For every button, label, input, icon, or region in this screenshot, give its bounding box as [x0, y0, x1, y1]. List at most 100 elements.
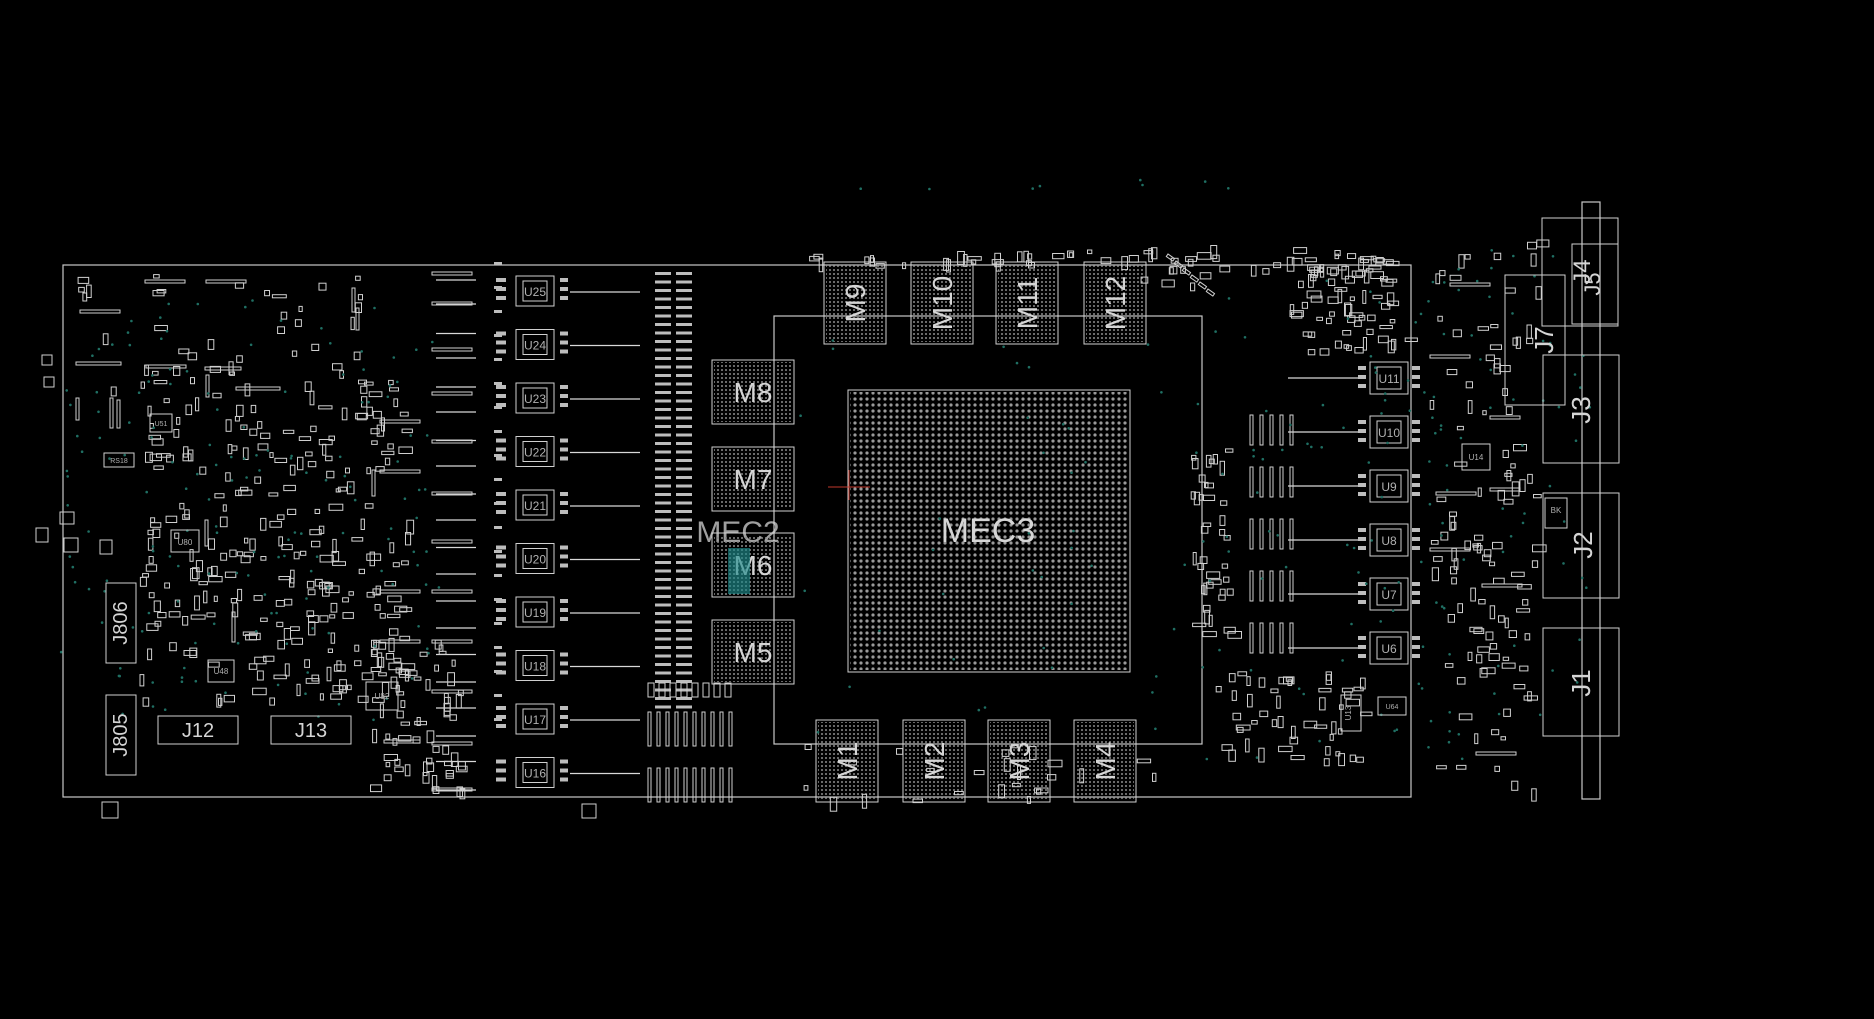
memory-chip-label: M5 — [734, 637, 773, 668]
svg-text:J5: J5 — [1580, 272, 1605, 295]
part-u64[interactable]: U64 — [1377, 696, 1407, 716]
small-parts — [35, 239, 1550, 819]
svg-text:U21: U21 — [524, 499, 546, 513]
part-u80[interactable]: U80 — [170, 529, 200, 553]
svg-text:U48: U48 — [214, 667, 229, 676]
part-u14[interactable]: U14 — [1461, 443, 1491, 471]
memory-chip-label: M4 — [1090, 742, 1121, 781]
memory-chip-label: M1 — [832, 742, 863, 781]
memory-chip-m12[interactable]: M12 — [1083, 261, 1147, 345]
memory-chip-label: M2 — [919, 742, 950, 781]
svg-text:J4: J4 — [1569, 259, 1596, 284]
connector-j4[interactable]: J4 — [1541, 217, 1619, 327]
svg-text:U18: U18 — [524, 660, 546, 674]
svg-text:U11: U11 — [1378, 372, 1399, 386]
vrm-phase-u7[interactable]: U7 — [1288, 577, 1420, 611]
svg-text:J1: J1 — [1566, 669, 1596, 696]
vrm-phase-u16[interactable]: U16 — [436, 757, 640, 788]
svg-text:U10: U10 — [1378, 426, 1400, 440]
svg-text:U19: U19 — [524, 606, 546, 620]
svg-text:J805: J805 — [110, 713, 132, 756]
svg-text:J7: J7 — [1529, 326, 1559, 353]
memory-chip-label: M12 — [1100, 276, 1131, 330]
memory-chip-label: M7 — [734, 464, 773, 495]
connector-j5[interactable]: J5 — [1571, 243, 1619, 325]
vrm-phase-u8[interactable]: U8 — [1288, 523, 1420, 557]
svg-text:U7: U7 — [1381, 588, 1397, 602]
memory-chip-m7[interactable]: M7 — [711, 446, 795, 512]
svg-text:U22: U22 — [524, 446, 546, 460]
connector-j3[interactable]: J3 — [1542, 354, 1620, 464]
svg-text:J2: J2 — [1568, 531, 1598, 558]
vrm-phase-u18[interactable]: U18 — [436, 650, 640, 681]
cursor-crosshair — [828, 470, 870, 500]
gpu-bga — [847, 389, 1131, 673]
svg-text:J3: J3 — [1566, 396, 1596, 423]
svg-text:U16: U16 — [524, 767, 546, 781]
memory-chip-m11[interactable]: M11 — [995, 261, 1059, 345]
connector-j12[interactable]: J12 — [157, 715, 239, 745]
connector-j13[interactable]: J13 — [270, 715, 352, 745]
svg-text:U64: U64 — [1386, 704, 1399, 711]
svg-text:J13: J13 — [295, 720, 327, 742]
svg-text:J12: J12 — [182, 720, 214, 742]
part-u82[interactable]: U82 — [365, 681, 399, 711]
svg-text:U9: U9 — [1381, 480, 1397, 494]
memory-chip-m2[interactable]: M2 — [902, 719, 966, 803]
part-u13[interactable]: U13 — [1340, 694, 1362, 732]
connector-j806[interactable]: J806 — [105, 582, 137, 664]
connector-j805[interactable]: J805 — [105, 694, 137, 776]
memory-chip-m9[interactable]: M9 — [823, 261, 887, 345]
vrm-phase-u20[interactable]: U20 — [436, 543, 640, 574]
gpu-label: MEC3 — [941, 512, 1035, 550]
vrm-phase-u17[interactable]: U17 — [436, 703, 640, 735]
svg-text:U17: U17 — [524, 713, 546, 727]
memory-chip-m5[interactable]: M5 — [711, 619, 795, 685]
vrm-phase-u9[interactable]: U9 — [1288, 469, 1420, 503]
vrm-phase-u10[interactable]: U10 — [1288, 415, 1420, 449]
svg-text:U80: U80 — [178, 538, 193, 547]
vrm-phase-u11[interactable]: U11 — [1288, 361, 1420, 395]
memory-chip-label: M11 — [1012, 277, 1043, 329]
memory-chips: M1 M2 M3 M4 M5 M6 M7 M8 M9 M10 M11 M12 — [711, 261, 1147, 803]
svg-text:J806: J806 — [110, 601, 132, 644]
vrm-phase-u24[interactable]: U24 — [436, 329, 640, 360]
part-bk[interactable]: BK — [1544, 497, 1568, 529]
memory-chip-m4[interactable]: M4 — [1073, 719, 1137, 803]
part-rs18[interactable]: RS18 — [103, 452, 135, 468]
connector-j2[interactable]: J2 — [1542, 492, 1620, 599]
svg-text:U6: U6 — [1381, 642, 1397, 656]
vrm-phase-u22[interactable]: U22 — [436, 436, 640, 467]
connector-j7[interactable]: J7 — [1504, 274, 1566, 406]
svg-text:BK: BK — [1551, 506, 1562, 515]
svg-text:U14: U14 — [1469, 453, 1484, 462]
vias — [59, 178, 1592, 761]
memory-chip-m6[interactable]: M6 — [711, 532, 795, 598]
memory-chip-m1[interactable]: M1 — [815, 719, 879, 803]
memory-chip-m10[interactable]: M10 — [910, 261, 974, 345]
part-u48[interactable]: U48 — [207, 659, 235, 683]
connector-j1[interactable]: J1 — [1542, 627, 1620, 737]
memory-chip-label: M8 — [734, 377, 773, 408]
svg-text:U51: U51 — [155, 421, 168, 428]
vrm-phase-u23[interactable]: U23 — [436, 382, 640, 414]
board-outline — [62, 264, 1412, 798]
svg-text:U8: U8 — [1381, 534, 1397, 548]
highlight-marker — [728, 548, 750, 594]
part-u51[interactable]: U51 — [149, 413, 173, 433]
svg-text:U13: U13 — [1344, 705, 1353, 720]
svg-text:RS18: RS18 — [110, 458, 128, 465]
svg-text:U23: U23 — [524, 392, 546, 406]
svg-text:U24: U24 — [524, 339, 546, 353]
memory-chip-label: M10 — [927, 276, 958, 330]
vrm-phase-u6[interactable]: U6 — [1288, 631, 1420, 665]
memory-chip-label: M3 — [1004, 742, 1035, 781]
memory-chip-m8[interactable]: M8 — [711, 359, 795, 425]
inductors — [436, 262, 1294, 803]
memory-chip-label: M9 — [840, 284, 871, 323]
vrm-phase-u19[interactable]: U19 — [436, 596, 640, 628]
